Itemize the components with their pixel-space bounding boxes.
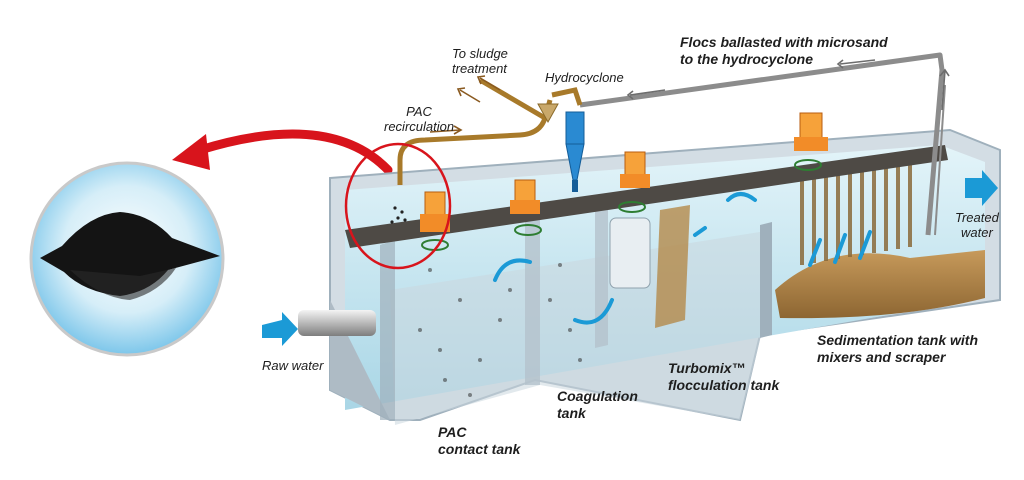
- label-treated-water: Treated water: [955, 210, 999, 240]
- label-flocculation-tank: Turbomix™ flocculation tank: [668, 360, 780, 393]
- top-beam: [345, 145, 948, 248]
- blue-flow-arrows: [493, 192, 872, 325]
- label-hydrocyclone: Hydrocyclone: [545, 70, 624, 85]
- hydrocyclone-icon: [537, 103, 585, 192]
- tank-body: [329, 128, 1001, 425]
- label-to-sludge-treatment: To sludge treatment: [452, 46, 508, 76]
- label-raw-water: Raw water: [262, 358, 324, 373]
- label-pac-contact-tank: PAC contact tank: [438, 424, 521, 457]
- treated-water-arrow: [965, 170, 998, 206]
- label-sedimentation-tank: Sedimentation tank with mixers and scrap…: [817, 332, 979, 365]
- raw-water-arrow: [262, 312, 298, 346]
- motor-icon: [420, 112, 828, 232]
- pac-highlight-circle: [344, 142, 452, 270]
- red-arrow-head: [172, 134, 210, 170]
- label-pac-recirculation: PAC recirculation: [384, 104, 455, 134]
- sludge-pipe: [478, 77, 547, 121]
- raw-water-inlet-pipe: [298, 310, 376, 336]
- pac-sample-circle: [29, 161, 225, 357]
- grey-floc-pipe: [579, 52, 945, 236]
- label-flocs-ballasted: Flocs ballasted with microsand to the hy…: [680, 34, 888, 67]
- mixer-icon: [421, 159, 822, 251]
- pac-recirculation-pipe: [397, 99, 553, 185]
- label-coagulation-tank: Coagulation tank: [557, 388, 638, 421]
- red-curved-arrow: [195, 129, 393, 175]
